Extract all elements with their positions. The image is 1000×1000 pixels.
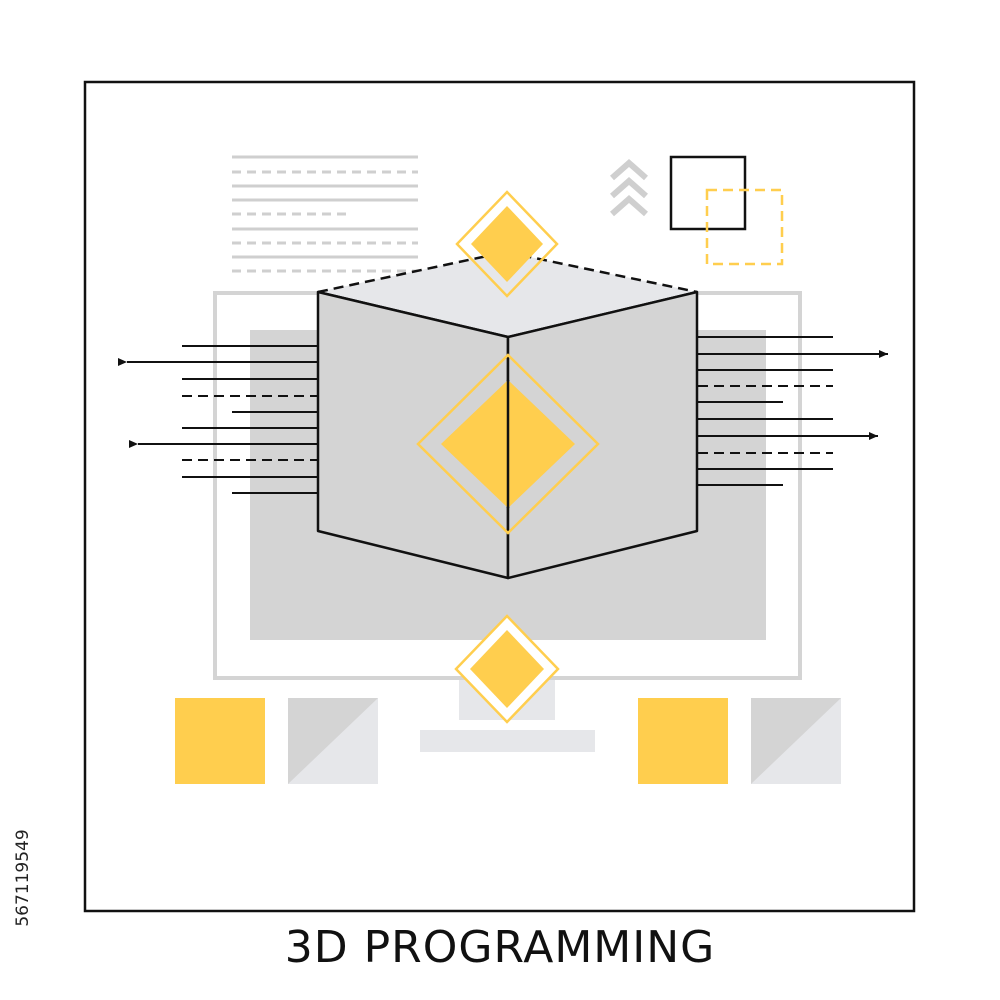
diamond-icon-bottom <box>454 614 560 724</box>
stock-id-text: 567119549 <box>13 829 33 927</box>
diamond-icon-center <box>416 353 600 535</box>
data-lines-left <box>118 345 318 494</box>
data-lines-right <box>698 336 888 486</box>
gray-tile-right <box>751 698 841 784</box>
gray-tile-left <box>288 698 378 784</box>
yellow-tile-left <box>175 698 265 784</box>
dashed-square-icon <box>705 188 784 266</box>
cube-icon <box>316 250 699 580</box>
diamond-icon-top <box>455 190 559 298</box>
illustration-caption: 3D PROGRAMMING <box>284 922 716 973</box>
yellow-tile-right <box>638 698 728 784</box>
text-lines-decoration <box>232 155 418 273</box>
chevron-up-icon <box>610 158 648 217</box>
frame-border <box>83 80 916 913</box>
stock-id-label: 567119549 <box>8 768 38 988</box>
